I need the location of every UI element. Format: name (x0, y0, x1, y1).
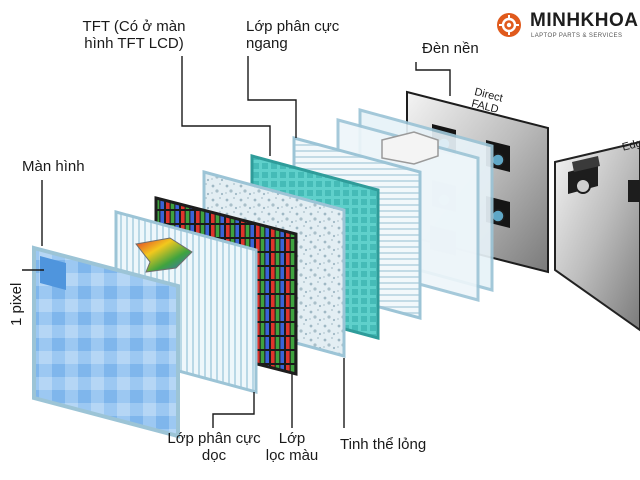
pixel-cell (40, 256, 66, 290)
label-tft-line2: hình TFT LCD) (84, 35, 184, 52)
label-color-filter: Lớp lọc màu (252, 430, 332, 464)
label-tft-line1: TFT (Có ở màn (82, 18, 186, 35)
brand-name: MINHKHOA (530, 10, 639, 31)
edge-backlight-panel (554, 140, 640, 332)
label-tft: TFT (Có ở màn hình TFT LCD) (64, 18, 204, 52)
label-screen: Màn hình (22, 158, 85, 175)
gear-icon (497, 13, 521, 37)
label-horizontal-polarizer: Lớp phân cực ngang (246, 18, 339, 52)
label-vertical-polarizer-line2: dọc (201, 447, 227, 464)
label-horizontal-polarizer-line2: ngang (246, 35, 288, 52)
label-backlight: Đèn nền (422, 40, 479, 57)
colored-light-arrow (135, 237, 193, 273)
label-vertical-polarizer: Lớp phân cực dọc (124, 430, 304, 464)
screen-layer (32, 245, 180, 439)
leader-lines (22, 56, 451, 428)
brand-logo: MINHKHOA LAPTOP PARTS & SERVICES (496, 6, 638, 46)
label-horizontal-polarizer-line1: Lớp phân cực (246, 18, 340, 35)
label-one-pixel: 1 pixel (8, 282, 25, 326)
label-vertical-polarizer-line1: Lớp phân cực (167, 430, 261, 447)
label-liquid-crystal: Tinh thể lỏng (340, 436, 427, 453)
label-color-filter-line2: lọc màu (265, 447, 319, 464)
brand-tagline: LAPTOP PARTS & SERVICES (531, 33, 623, 39)
label-color-filter-line1: Lớp (278, 430, 306, 447)
light-direction-arrow (381, 131, 439, 165)
